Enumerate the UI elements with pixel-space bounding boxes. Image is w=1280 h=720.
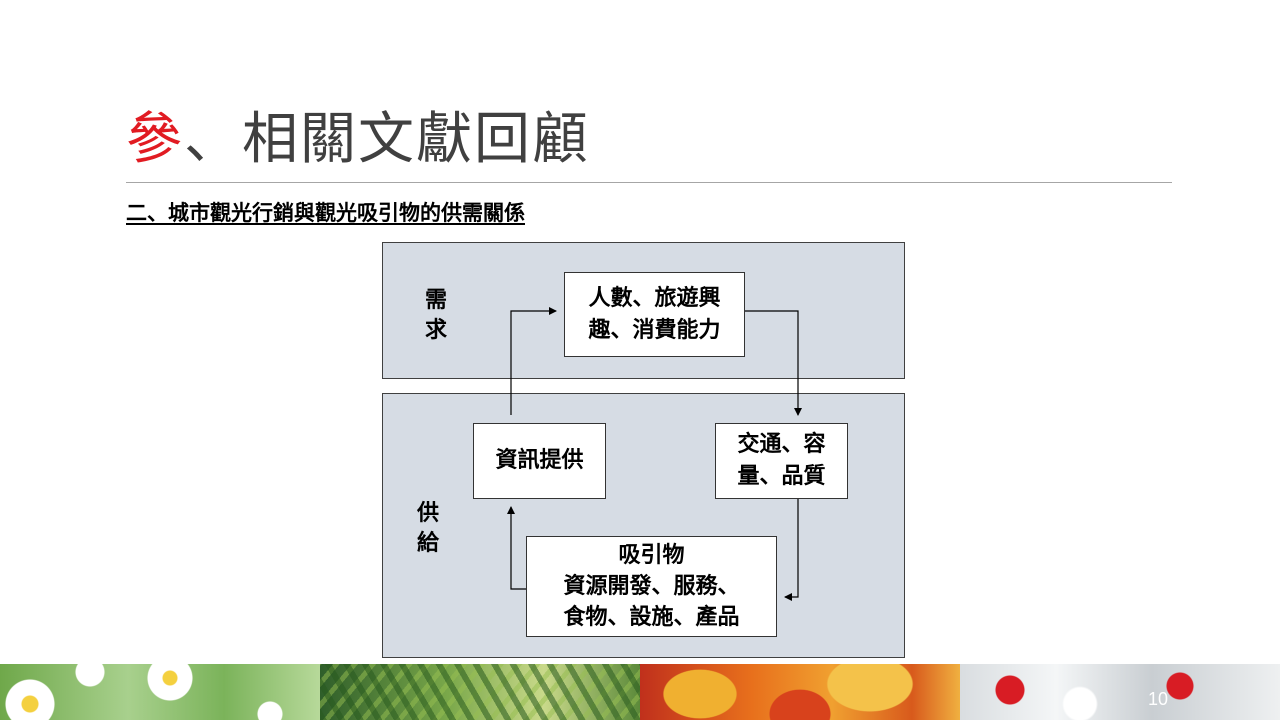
arrow-information-to-demand bbox=[510, 307, 557, 415]
footer-photo-strip bbox=[0, 664, 1280, 720]
supply-label: 供 給 bbox=[416, 501, 439, 556]
demand-label: 需 求 bbox=[424, 288, 447, 343]
title-divider bbox=[126, 182, 1172, 183]
section-subtitle: 二、城市觀光行銷與觀光吸引物的供需關係 bbox=[126, 201, 525, 225]
information-provision-text: 資訊提供 bbox=[495, 448, 584, 473]
page-number: 10 bbox=[1147, 689, 1168, 709]
palm-leaves-photo bbox=[320, 664, 640, 720]
demand-factors-box: 人數、旅遊興 趣、消費能力 bbox=[564, 272, 745, 357]
autumn-leaves-photo bbox=[640, 664, 960, 720]
information-provision-box: 資訊提供 bbox=[473, 423, 606, 499]
arrow-demand-to-transport bbox=[745, 310, 802, 416]
arrow-transport-to-attractions bbox=[784, 499, 799, 601]
title-text: 、相關文獻回顧 bbox=[184, 107, 590, 172]
winter-berries-photo bbox=[960, 664, 1280, 720]
attractions-box: 吸引物 資源開發、服務、 食物、設施、產品 bbox=[526, 536, 777, 637]
transport-capacity-text: 交通、容 量、品質 bbox=[737, 432, 826, 489]
title-accent-character: 參 bbox=[126, 107, 184, 172]
transport-capacity-box: 交通、容 量、品質 bbox=[715, 423, 848, 499]
slide-title: 參、相關文獻回顧 bbox=[126, 104, 590, 176]
attractions-text: 吸引物 資源開發、服務、 食物、設施、產品 bbox=[563, 543, 740, 630]
arrow-attractions-to-information bbox=[507, 506, 526, 590]
daisies-photo bbox=[0, 664, 320, 720]
demand-factors-text: 人數、旅遊興 趣、消費能力 bbox=[588, 285, 721, 343]
